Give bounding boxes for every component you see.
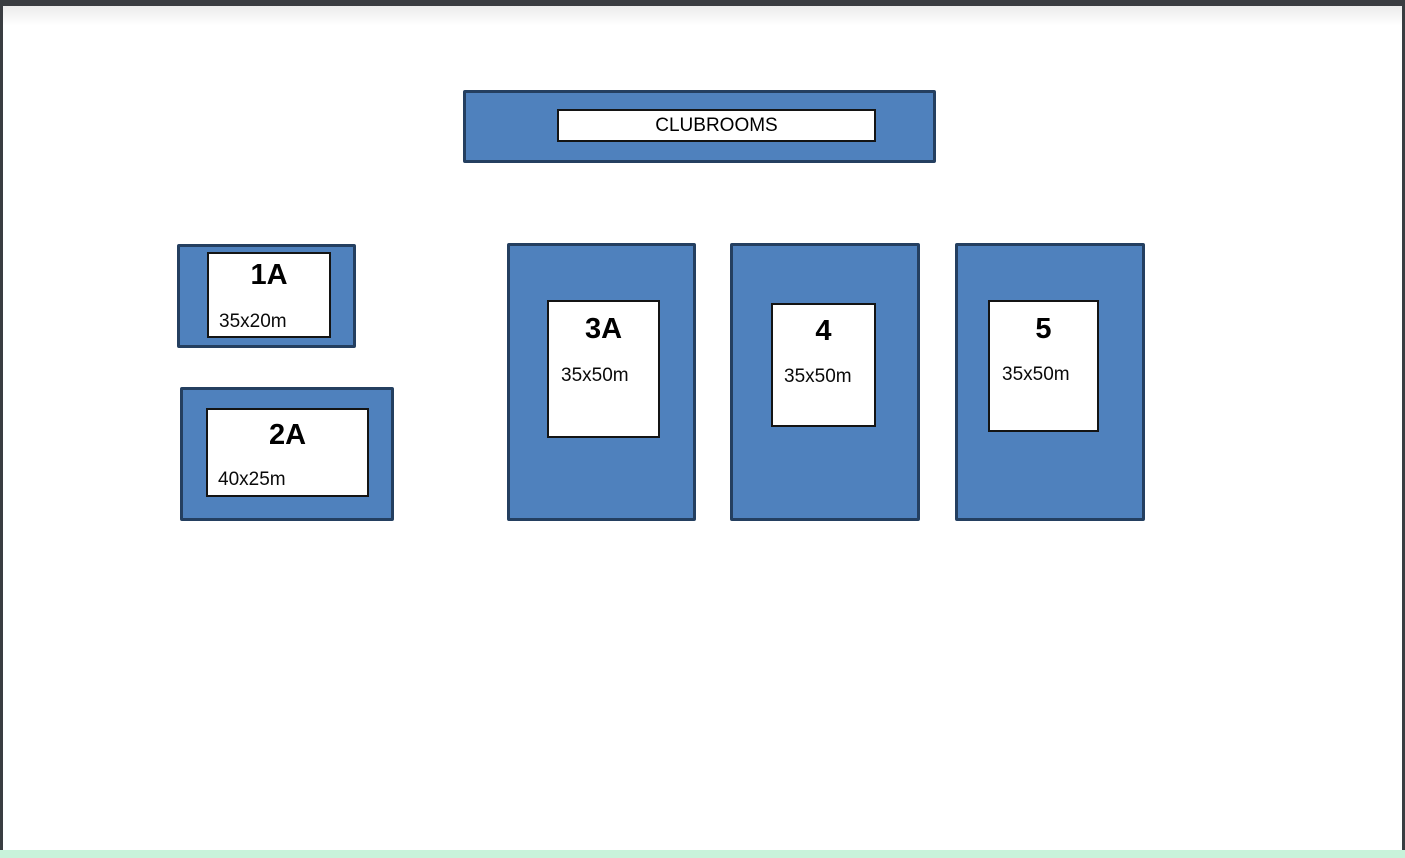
window-top-border bbox=[0, 0, 1405, 6]
field-3a-title: 3A bbox=[584, 313, 623, 345]
field-2a-dimensions: 40x25m bbox=[218, 469, 286, 490]
field-4-dimensions: 35x50m bbox=[784, 366, 852, 387]
window-left-border bbox=[0, 0, 3, 850]
clubrooms-building: CLUBROOMS bbox=[463, 90, 936, 163]
top-shadow-gradient bbox=[0, 6, 1405, 26]
field-2a-label-box: 2A 40x25m bbox=[206, 408, 369, 497]
field-2a-title: 2A bbox=[268, 419, 307, 451]
field-3a-label-box: 3A 35x50m bbox=[547, 300, 660, 438]
field-1a-dimensions: 35x20m bbox=[219, 311, 287, 332]
field-5: 5 35x50m bbox=[955, 243, 1145, 521]
field-1a-label-box: 1A 35x20m bbox=[207, 252, 331, 338]
field-5-title: 5 bbox=[1035, 313, 1052, 345]
field-4-label-box: 4 35x50m bbox=[771, 303, 876, 427]
window-right-border bbox=[1402, 0, 1405, 850]
field-1a: 1A 35x20m bbox=[177, 244, 356, 348]
field-4: 4 35x50m bbox=[730, 243, 920, 521]
clubrooms-label-box: CLUBROOMS bbox=[557, 109, 876, 142]
field-4-title: 4 bbox=[815, 315, 832, 347]
field-1a-title: 1A bbox=[250, 259, 288, 291]
field-5-dimensions: 35x50m bbox=[1002, 364, 1070, 385]
field-2a: 2A 40x25m bbox=[180, 387, 394, 521]
clubrooms-label: CLUBROOMS bbox=[655, 115, 778, 136]
field-5-label-box: 5 35x50m bbox=[988, 300, 1099, 432]
field-3a-dimensions: 35x50m bbox=[561, 365, 629, 386]
field-3a: 3A 35x50m bbox=[507, 243, 696, 521]
bottom-highlight-strip bbox=[0, 850, 1405, 858]
